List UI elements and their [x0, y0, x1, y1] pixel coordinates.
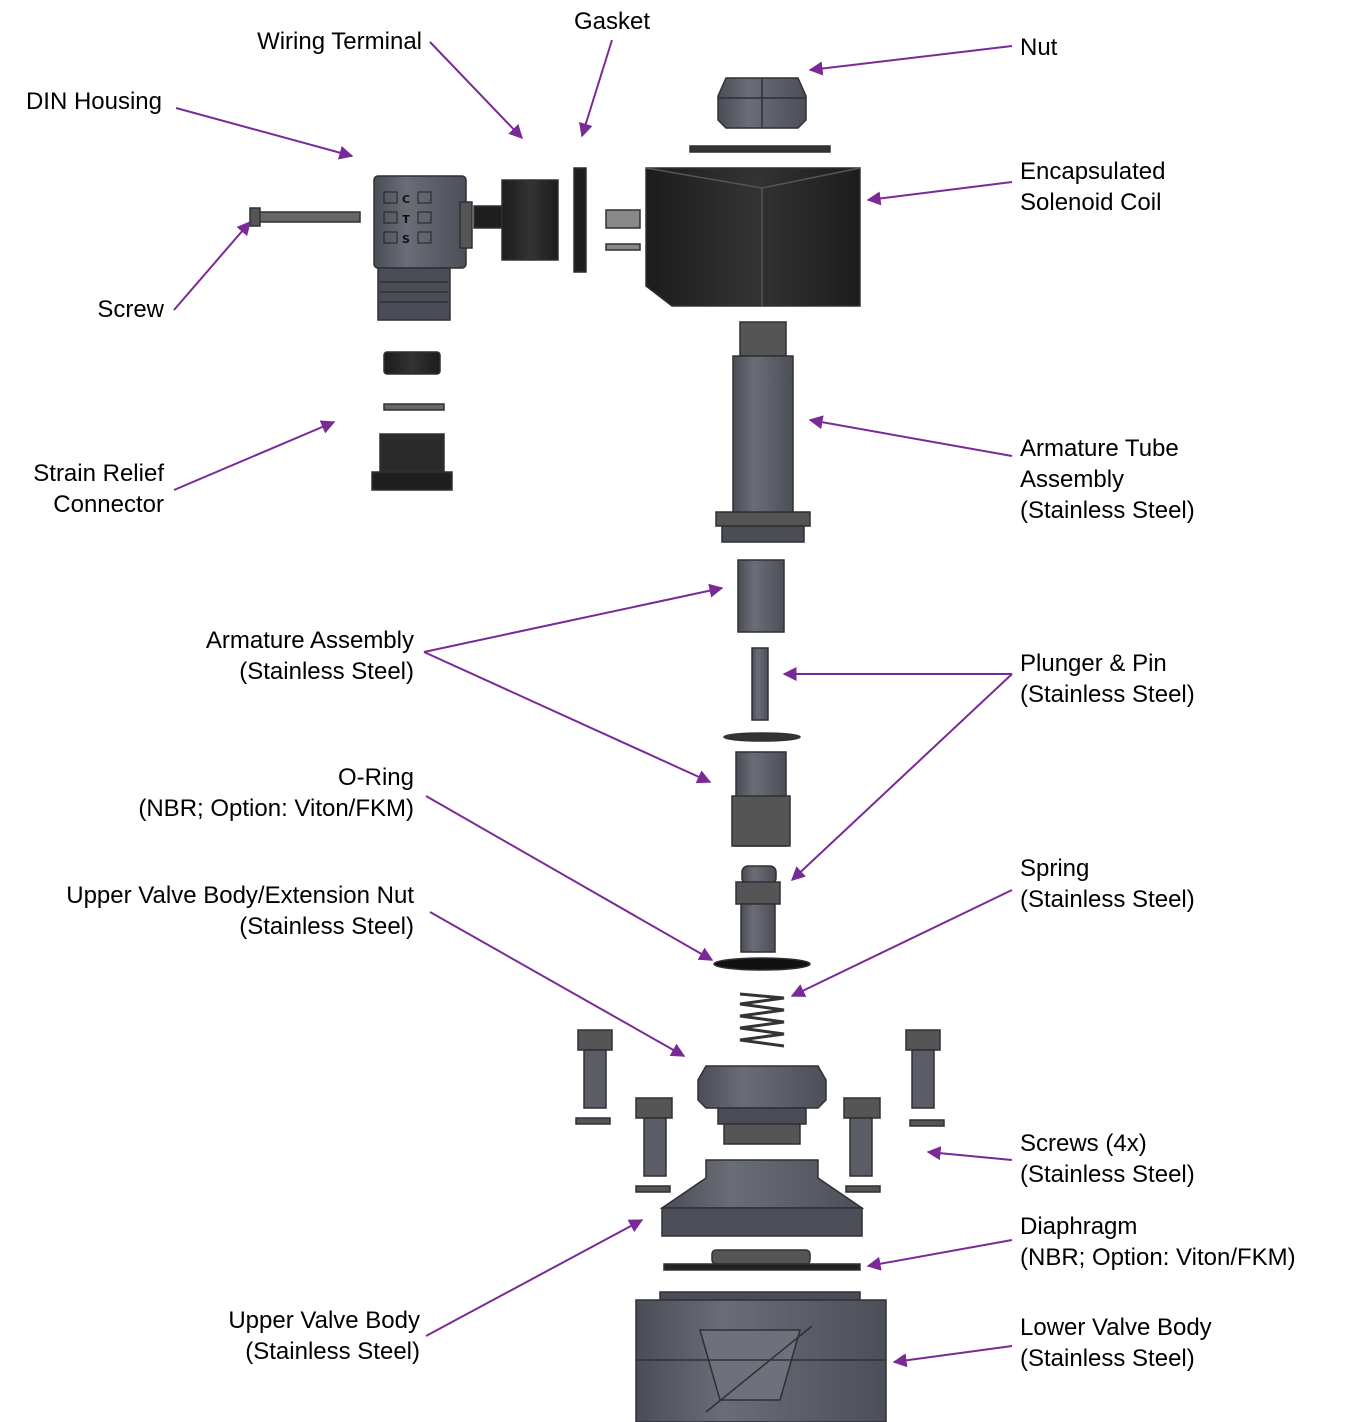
screw-part — [249, 207, 361, 227]
label-upper-valve-body: Upper Valve Body (Stainless Steel) — [228, 1305, 420, 1367]
leader-wiring-terminal — [429, 41, 523, 140]
label-line: (Stainless Steel) — [245, 1338, 420, 1365]
upper-valve-body-part — [659, 1159, 865, 1237]
label-line: Armature Assembly — [205, 627, 414, 654]
label-screw: Screw — [97, 294, 164, 325]
label-line: O-Ring — [337, 764, 414, 791]
label-line: (Stainless Steel) — [239, 658, 414, 685]
label-coil: Encapsulated Solenoid Coil — [1020, 156, 1165, 218]
din-housing-part — [373, 175, 473, 321]
leader-lines — [173, 39, 1013, 1368]
marking-letter: C — [402, 193, 410, 206]
plunger-part — [731, 751, 791, 847]
housing-marking: C T S — [402, 193, 410, 246]
label-line: Armature Tube — [1020, 435, 1179, 462]
label-line: Screw — [97, 296, 164, 323]
spring-part — [739, 992, 785, 1048]
label-spring: Spring (Stainless Steel) — [1020, 853, 1195, 915]
label-line: (NBR; Option: Viton/FKM) — [1020, 1244, 1296, 1271]
label-line: DIN Housing — [25, 88, 162, 115]
leader-plunger-b — [790, 673, 1013, 881]
leader-lower-valve-body — [892, 1345, 1013, 1368]
marking-letter: T — [402, 213, 410, 226]
label-line: (NBR; Option: Viton/FKM) — [138, 795, 414, 822]
label-screws-4x: Screws (4x) (Stainless Steel) — [1020, 1128, 1195, 1190]
coil-part — [605, 167, 861, 307]
pin-lower-part — [735, 865, 781, 953]
label-line: Plunger & Pin — [1020, 650, 1167, 677]
parts — [249, 77, 945, 1422]
nut-part — [717, 77, 807, 129]
leader-gasket — [579, 39, 613, 138]
small-ring-part — [723, 732, 801, 742]
label-line: Solenoid Coil — [1020, 189, 1162, 216]
label-din-housing: DIN Housing — [26, 86, 162, 117]
screw-left-back — [575, 1029, 613, 1125]
label-strain-relief: Strain Relief Connector — [33, 458, 164, 520]
diaphragm-part — [663, 1249, 861, 1271]
leader-coil — [866, 181, 1013, 206]
label-line: Upper Valve Body — [228, 1307, 420, 1334]
label-line: (Stainless Steel) — [1020, 497, 1195, 524]
label-line: (Stainless Steel) — [239, 913, 414, 940]
strain-relief-cap — [383, 351, 441, 375]
label-line: Spring — [1020, 855, 1090, 882]
label-line: Upper Valve Body/Extension Nut — [66, 882, 414, 909]
leader-armature-b — [423, 651, 712, 784]
label-line: (Stainless Steel) — [1020, 1345, 1195, 1372]
o-ring-part — [713, 957, 811, 971]
label-armature-assembly: Armature Assembly (Stainless Steel) — [206, 625, 414, 687]
leader-spring — [790, 889, 1013, 997]
screw-right-back — [905, 1029, 945, 1127]
leader-o-ring — [425, 795, 714, 961]
label-line: (Stainless Steel) — [1020, 886, 1195, 913]
strain-relief-body — [371, 433, 453, 491]
lower-valve-body-part — [635, 1291, 887, 1422]
label-plunger-pin: Plunger & Pin (Stainless Steel) — [1020, 648, 1195, 710]
label-line: Lower Valve Body — [1020, 1314, 1212, 1341]
strain-relief-washer — [383, 403, 445, 411]
pin-part — [751, 647, 769, 721]
leader-nut — [808, 45, 1013, 76]
leader-armature-tube — [808, 415, 1013, 457]
label-wiring-terminal: Wiring Terminal — [257, 26, 422, 57]
leader-din-housing — [175, 107, 354, 160]
label-line: Wiring Terminal — [257, 28, 422, 55]
label-upper-body-nut: Upper Valve Body/Extension Nut (Stainles… — [66, 880, 414, 942]
leader-diaphragm — [866, 1239, 1013, 1271]
leader-armature-a — [423, 583, 724, 653]
leader-screw — [173, 220, 251, 311]
label-line: Assembly — [1020, 466, 1125, 493]
label-line: Gasket — [574, 8, 651, 35]
screw-right-front — [843, 1097, 881, 1193]
label-armature-tube: Armature Tube Assembly (Stainless Steel) — [1020, 433, 1195, 526]
label-lower-valve-body: Lower Valve Body (Stainless Steel) — [1020, 1312, 1212, 1374]
armature-part — [737, 559, 785, 633]
label-diaphragm: Diaphragm (NBR; Option: Viton/FKM) — [1020, 1211, 1296, 1273]
label-gasket: Gasket — [574, 6, 650, 37]
extension-nut-part — [697, 1065, 827, 1145]
armature-tube-part — [715, 321, 811, 543]
label-line: Connector — [53, 491, 164, 518]
leader-screws — [926, 1146, 1013, 1161]
label-o-ring: O-Ring (NBR; Option: Viton/FKM) — [138, 762, 414, 824]
leader-upper-body-nut — [429, 911, 686, 1057]
label-line: Encapsulated — [1020, 158, 1166, 185]
label-line: (Stainless Steel) — [1020, 1161, 1195, 1188]
coil-washer-part — [689, 145, 831, 153]
label-line: Strain Relief — [33, 460, 164, 487]
label-line: Diaphragm — [1020, 1213, 1138, 1240]
screw-left-front — [635, 1097, 673, 1193]
label-line: Nut — [1020, 34, 1058, 61]
marking-letter: S — [402, 233, 410, 246]
label-line: Screws (4x) — [1020, 1130, 1147, 1157]
leader-strain-relief — [173, 420, 336, 491]
label-line: (Stainless Steel) — [1020, 681, 1195, 708]
gasket-part — [573, 167, 587, 273]
label-nut: Nut — [1020, 32, 1057, 63]
leader-upper-valve-body — [425, 1219, 644, 1337]
wiring-terminal-part — [473, 179, 559, 261]
